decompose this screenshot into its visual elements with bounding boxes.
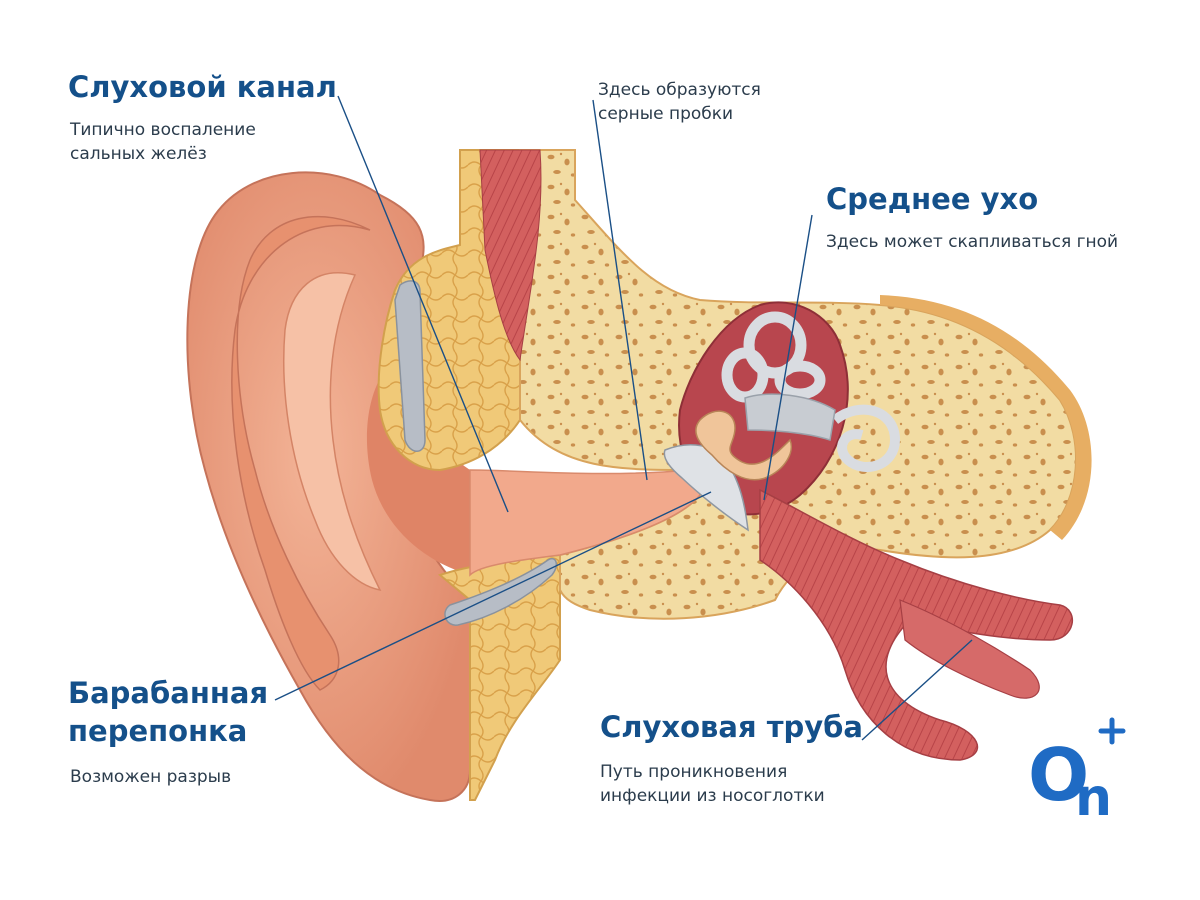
eardrum-desc: Возможен разрыв [70,767,232,787]
eustachian-desc-line-2: инфекции из носоглотки [600,786,825,806]
wax-desc-line-1: Здесь образуются [598,80,761,100]
semicircular-canals [721,311,826,403]
vestibule [744,393,836,441]
middle-ear [663,301,901,532]
eardrum-title-line-2: перепонка [68,714,248,748]
antihelix [283,272,382,592]
eardrum-title-line-1: Барабанная [68,676,269,710]
skull-outer-edge [880,295,1092,540]
logo-letter-o: O [1028,733,1089,817]
leader-middle-ear [763,214,813,501]
wax-desc-line-2: серные пробки [598,104,734,124]
middle-ear-desc: Здесь может скапливаться гной [826,232,1119,252]
ear-canal [469,469,701,577]
leader-eustachian [861,639,973,741]
eustachian-desc-line-1: Путь проникновения [600,762,788,782]
upper-cartilage-plate [394,280,426,452]
eustachian-title: Слуховая труба [600,710,863,744]
cochlea [831,404,901,473]
logo-letter-n: n [1075,768,1112,828]
ear-canal-desc-line-2: сальных желёз [70,144,207,164]
brand-logo: O n [1028,717,1126,828]
leader-eardrum [274,491,712,701]
muscle-band [479,149,542,362]
leader-wax [592,99,648,481]
leader-ear-canal [337,95,509,513]
ossicles [695,410,792,481]
ear-canal-desc-line-1: Типично воспаление [70,120,256,140]
middle-ear-title: Среднее ухо [826,182,1039,216]
leader-lines [274,95,973,741]
plus-icon [1098,717,1126,745]
ear-canal-title: Слуховой канал [68,70,337,104]
